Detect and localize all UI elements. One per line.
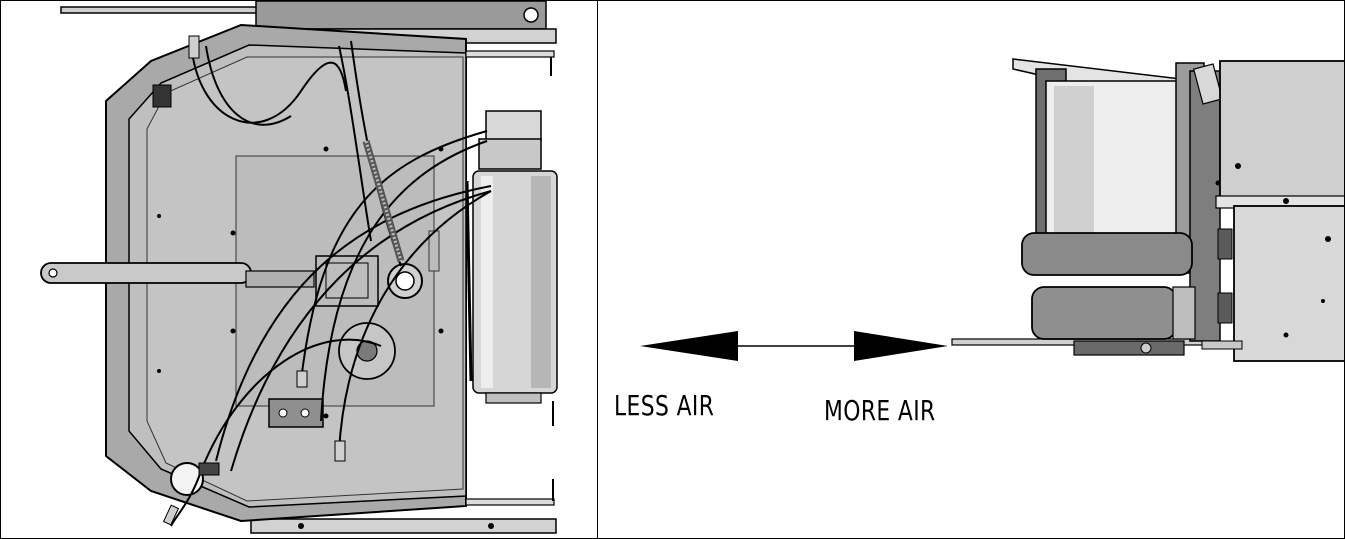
lower-door-frame [1021, 232, 1193, 276]
firebox-top-view-drawing [40, 1, 558, 534]
less-air-label: LESS AIR [614, 389, 715, 422]
stove-upper-body [1219, 60, 1344, 202]
more-air-label: MORE AIR [824, 394, 936, 427]
top-rail [60, 6, 262, 14]
air-control-rod [40, 262, 252, 284]
top-mount-assembly [255, 1, 547, 30]
air-adjustment-side-view-panel: LESS AIR MORE AIR [597, 0, 1345, 539]
wire-spring-guard [362, 140, 405, 262]
air-adjustment-arrow [640, 331, 948, 361]
less-air-arrowhead [640, 331, 738, 361]
air-adjustment-drawing [640, 58, 1344, 362]
stove-lower-body [1233, 205, 1344, 362]
bottom-rail [250, 518, 557, 534]
blower-motor-top [485, 110, 542, 142]
terminal-block [268, 398, 324, 428]
ash-lip [1031, 286, 1177, 340]
firebox-top-view-panel [0, 0, 598, 539]
more-air-arrowhead [854, 331, 948, 361]
